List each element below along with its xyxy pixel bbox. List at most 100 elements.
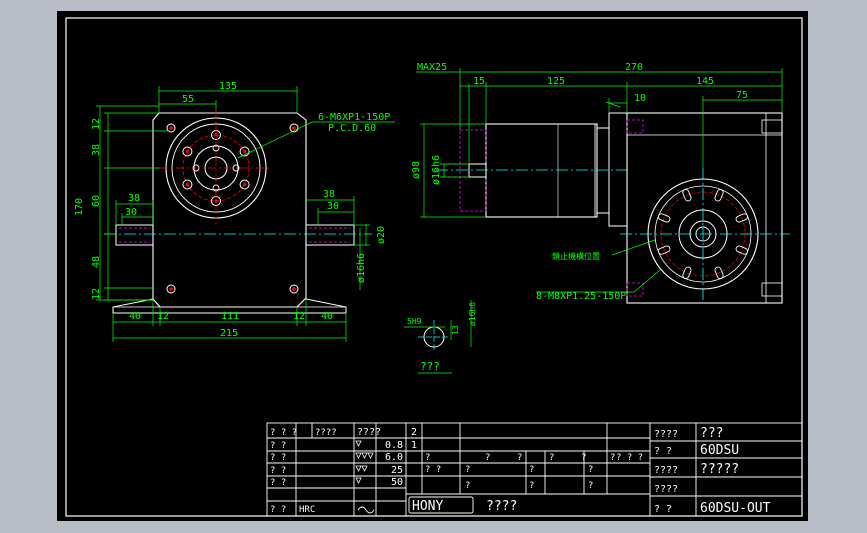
rev-number-2: 2 <box>411 427 417 438</box>
tb-right-label: ???? <box>654 484 678 495</box>
output-flange-slot <box>735 245 749 255</box>
dim-key-16h6: ø16h6 <box>468 302 477 326</box>
tb-mid-row-b: ? <box>588 481 593 491</box>
surface-symbol <box>361 465 368 472</box>
tb-mid-header: ? ? ? <box>616 453 643 463</box>
company-suffix: ???? <box>486 499 517 514</box>
dim-270: 270 <box>625 62 643 73</box>
dim-170: 170 <box>74 198 85 216</box>
tb-mid-header: ? <box>549 453 554 463</box>
flange-hole <box>239 179 250 190</box>
dim-5h9: 5H9 <box>407 317 422 326</box>
dim-40-right: 40 <box>321 311 333 322</box>
tb-mid-row-b: ? <box>465 481 470 491</box>
dim-48: 48 <box>91 256 102 268</box>
corner-bolt-center <box>292 126 296 130</box>
surface-symbol <box>355 465 362 472</box>
dim-right-38: 38 <box>323 189 335 200</box>
tb-left-label: ? ? <box>270 478 286 488</box>
tb-right-value: 60DSU <box>700 443 739 458</box>
tb-mid-row-b: ? <box>529 481 534 491</box>
tb-mid-row-a: ? <box>588 465 593 475</box>
tb-left-label: ? ? <box>270 466 286 476</box>
dim-125: 125 <box>547 76 565 87</box>
tb-left-mid: HRC <box>299 505 315 515</box>
corner-bolt <box>289 123 299 133</box>
paper-background <box>57 11 808 521</box>
dim-40-left: 40 <box>129 311 141 322</box>
tb-right-value: ????? <box>700 462 739 477</box>
company-name: HONY <box>412 499 443 514</box>
tb-left-value: 6.0 <box>385 452 403 463</box>
side-dimension-lines <box>416 68 783 293</box>
surface-symbol <box>355 452 362 459</box>
dim-dia20: ø20 <box>376 226 387 244</box>
dim-60: 60 <box>91 195 102 207</box>
tb-left-label: ? ? <box>270 441 286 451</box>
output-flange-slot <box>735 213 749 223</box>
flange-hole-center <box>185 149 190 154</box>
dim-right-30: 30 <box>327 201 339 212</box>
output-flange-slot <box>682 188 692 202</box>
dim-111: 111 <box>221 311 239 322</box>
dim-dia98: ø98 <box>411 161 422 179</box>
title-block-text: ? ? ?????????? ?0.8? ?6.0? ?25? ?50? ?HR… <box>270 426 771 516</box>
front-base <box>112 298 347 314</box>
tb-left-label: ? ? ? <box>270 428 297 438</box>
dim-13: 13 <box>451 325 460 335</box>
surface-symbol <box>355 477 362 484</box>
tb-mid-header: ? <box>581 453 586 463</box>
dim-dia16-side: ø16h6 <box>431 155 442 185</box>
output-flange-slot <box>714 188 724 202</box>
right-shaft <box>305 224 355 246</box>
flange-hole-center <box>214 133 218 137</box>
flange-hole <box>182 179 193 190</box>
output-flange-slot <box>657 245 671 255</box>
tb-left-value: 25 <box>391 465 403 476</box>
output-flange-slot <box>682 266 692 280</box>
tb-left-label: ? ? <box>270 505 286 515</box>
surface-symbol-tilde <box>357 506 375 514</box>
tb-left-value: 50 <box>391 477 403 488</box>
output-flange-slot <box>657 213 671 223</box>
tb-right-label: ? ? <box>654 446 672 457</box>
dim-12-top: 12 <box>91 118 102 130</box>
tb-right-value: 60DSU-OUT <box>700 501 771 516</box>
key-detail-caption: ??? <box>420 360 440 373</box>
surface-symbol <box>361 452 368 459</box>
note-thread: 8-M8XP1.25-150P <box>536 291 626 302</box>
dim-15: 15 <box>473 76 485 87</box>
tb-mid-header: ? <box>517 453 522 463</box>
hub-hole <box>232 164 240 172</box>
tb-mid-header: ? <box>425 453 430 463</box>
tb-left-value: 0.8 <box>385 440 403 451</box>
dim-dia16: ø16h6 <box>356 253 367 283</box>
corner-bolt <box>289 284 299 294</box>
tb-mid-header: ? <box>485 453 490 463</box>
tb-mid-header: ? <box>610 453 615 463</box>
gear-housing <box>626 112 783 304</box>
left-shaft <box>115 224 154 246</box>
surface-symbol <box>355 440 362 447</box>
tb-mid-row-a: ? <box>529 465 534 475</box>
dim-12-bottom: 12 <box>91 288 102 300</box>
tb-right-label: ???? <box>654 429 678 440</box>
tb-mid-row-a: ? <box>465 465 470 475</box>
note-holes: 6-M6XP1-150P <box>318 112 390 123</box>
dim-12-left: 12 <box>157 311 169 322</box>
flange-hole <box>239 146 250 157</box>
dim-75: 75 <box>736 90 748 101</box>
flange-hole-center <box>185 182 190 187</box>
dim-55: 55 <box>182 94 194 105</box>
corner-bolt-center <box>292 287 296 291</box>
front-view: 135 55 12 38 170 60 48 12 38 30 38 30 ø2… <box>74 81 395 342</box>
flange-hole <box>182 146 193 157</box>
note-pcd: P.C.D.60 <box>328 123 376 134</box>
key-detail: 5H9 13 ø16h6 ??? <box>404 300 477 374</box>
dim-12-right: 12 <box>293 311 305 322</box>
tb-left-label: ? ? <box>270 453 286 463</box>
dim-max25: MAX25 <box>417 62 447 73</box>
surface-symbol <box>367 452 374 459</box>
title-block <box>266 422 803 517</box>
